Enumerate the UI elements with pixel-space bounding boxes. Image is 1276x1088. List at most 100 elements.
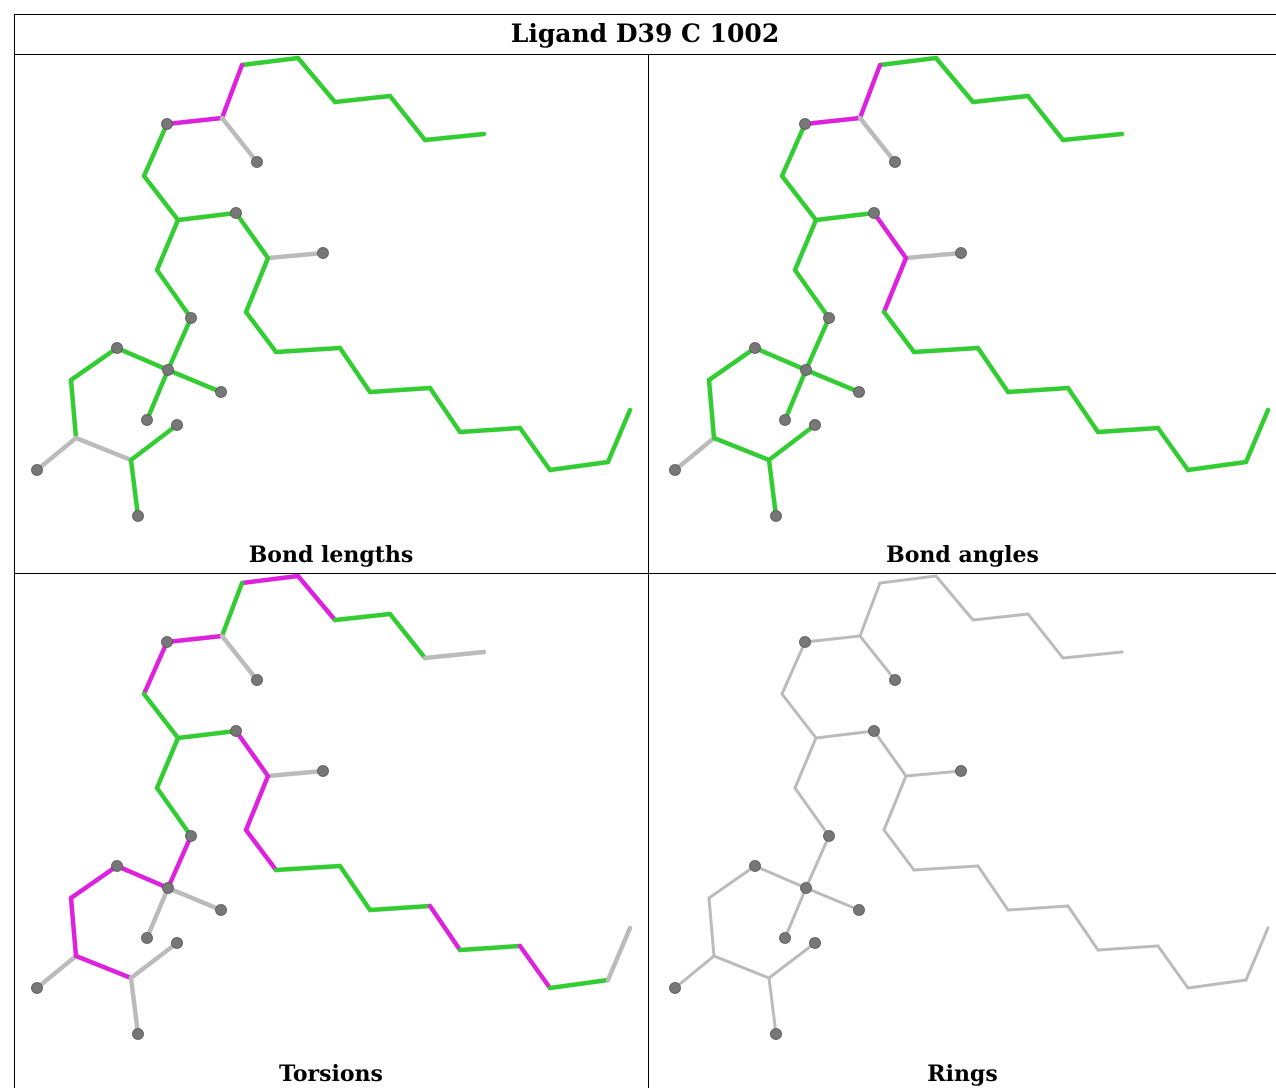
bond xyxy=(175,210,239,223)
bond xyxy=(1244,926,1270,982)
bond xyxy=(752,345,809,373)
bond xyxy=(233,210,271,261)
atom xyxy=(132,1028,144,1040)
bond xyxy=(219,633,260,683)
bond xyxy=(517,943,553,991)
bond xyxy=(782,367,809,423)
bond xyxy=(712,954,771,980)
bond xyxy=(1096,944,1160,952)
bond xyxy=(971,612,1030,622)
bond xyxy=(73,953,134,981)
caption-bond-angles: Bond angles xyxy=(886,542,1039,568)
bond xyxy=(767,976,778,1036)
atom xyxy=(215,386,227,398)
bond xyxy=(273,345,343,355)
bond xyxy=(975,345,1011,395)
bond xyxy=(164,115,225,127)
atom xyxy=(749,860,761,872)
bond xyxy=(877,55,939,68)
bond xyxy=(858,634,897,682)
bond xyxy=(367,385,433,395)
atom xyxy=(799,118,811,130)
atom xyxy=(800,364,812,376)
bond xyxy=(239,573,301,586)
bond xyxy=(387,93,428,143)
atom xyxy=(955,765,967,777)
bond xyxy=(1006,904,1070,912)
bond xyxy=(1155,425,1191,473)
bond xyxy=(766,457,779,519)
atom xyxy=(749,342,761,354)
bond xyxy=(295,573,338,623)
bond xyxy=(793,786,831,838)
bond xyxy=(337,345,373,395)
atom xyxy=(868,207,880,219)
bond xyxy=(904,769,963,778)
bond xyxy=(144,367,171,423)
bond xyxy=(1026,612,1065,660)
atom xyxy=(141,414,153,426)
bond xyxy=(706,345,758,383)
bond xyxy=(871,210,909,261)
bond xyxy=(68,863,120,901)
bond xyxy=(857,62,883,121)
bond xyxy=(219,115,260,165)
atom xyxy=(31,982,43,994)
bond xyxy=(1066,904,1100,952)
bond xyxy=(165,315,194,373)
bond xyxy=(706,377,717,441)
bond xyxy=(332,93,393,105)
bond xyxy=(881,309,917,355)
atom xyxy=(185,830,197,842)
bond xyxy=(141,173,181,223)
atom xyxy=(809,419,821,431)
bond xyxy=(878,574,938,585)
atom xyxy=(955,247,967,259)
bond xyxy=(793,736,818,790)
bond xyxy=(813,210,877,223)
bond xyxy=(243,309,279,355)
atom xyxy=(853,386,865,398)
atom xyxy=(823,312,835,324)
atom xyxy=(111,860,123,872)
bond xyxy=(1156,944,1190,990)
atom xyxy=(868,725,880,737)
bond xyxy=(457,943,523,953)
atom xyxy=(251,156,263,168)
bond xyxy=(911,345,981,355)
bond xyxy=(1185,459,1249,473)
bond xyxy=(882,774,908,832)
bond xyxy=(141,691,181,741)
bond xyxy=(1005,385,1071,395)
bond xyxy=(114,863,171,891)
atom xyxy=(31,464,43,476)
atom xyxy=(669,982,681,994)
bond xyxy=(802,115,863,127)
bond xyxy=(427,385,463,435)
bond xyxy=(239,55,301,68)
bond xyxy=(766,422,818,463)
bond xyxy=(144,885,171,941)
bond xyxy=(672,435,717,473)
page-title: Ligand D39 C 1002 xyxy=(510,19,780,48)
atom xyxy=(779,932,791,944)
bond xyxy=(517,425,553,473)
bond xyxy=(337,863,373,913)
bond xyxy=(872,729,908,778)
atom xyxy=(185,312,197,324)
atom xyxy=(889,674,901,686)
bond xyxy=(547,459,611,473)
atom xyxy=(317,247,329,259)
bond xyxy=(780,692,818,740)
atom xyxy=(132,510,144,522)
divider xyxy=(648,54,649,1088)
bond xyxy=(881,255,909,315)
atom xyxy=(853,904,865,916)
bond xyxy=(265,250,326,261)
divider xyxy=(14,54,1276,55)
bond xyxy=(767,941,817,980)
atom xyxy=(162,882,174,894)
bond xyxy=(1243,407,1271,465)
bond xyxy=(605,925,633,983)
bond xyxy=(792,267,832,321)
